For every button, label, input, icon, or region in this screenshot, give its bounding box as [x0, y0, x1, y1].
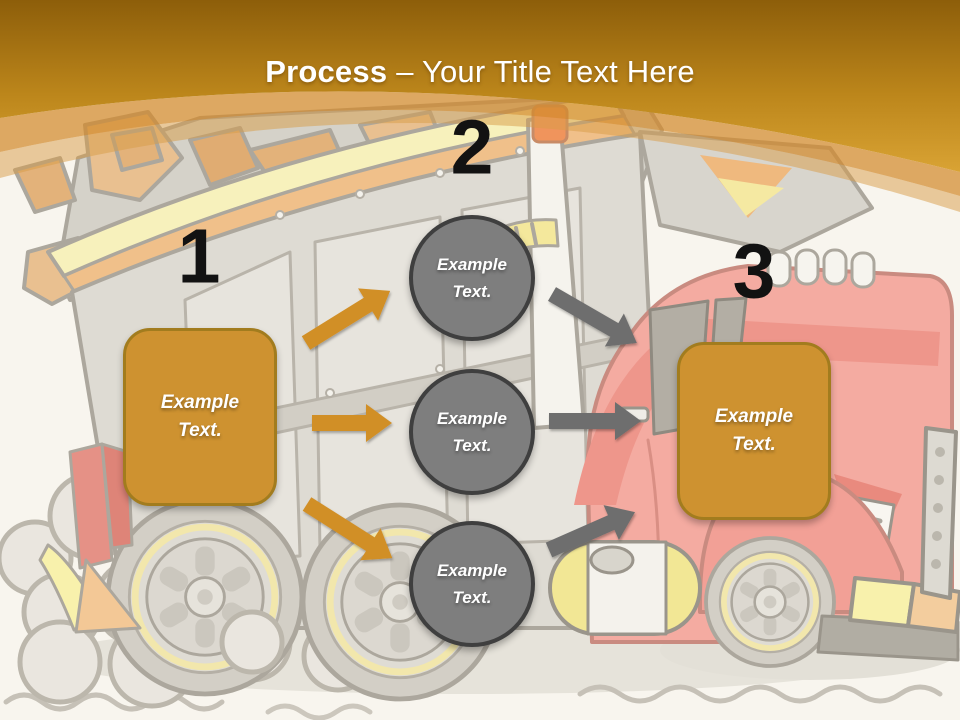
- title-emphasis: Process: [265, 54, 388, 89]
- swoosh-band-light: [0, 110, 960, 212]
- ladder-strip: [920, 426, 958, 600]
- arrow-circle-top-to-step3-icon: [548, 287, 637, 347]
- arrow-circle-bottom-to-step3-icon: [545, 505, 636, 558]
- step-2-circle-1[interactable]: Example Text.: [409, 215, 535, 341]
- step-2-circle-2-label: Example Text.: [437, 408, 507, 455]
- step-2-circle-2[interactable]: Example Text.: [409, 369, 535, 495]
- step-2-circle-1-label: Example Text.: [437, 254, 507, 301]
- roof-lights: [766, 248, 876, 289]
- step-3-box[interactable]: Example Text.: [677, 342, 831, 520]
- step-1-box[interactable]: Example Text.: [123, 328, 277, 506]
- slide-title[interactable]: Process– Your Title Text Here: [0, 54, 960, 90]
- arrow-circle-middle-to-step3-icon: [549, 402, 641, 440]
- step-3-label: Example Text.: [714, 405, 794, 456]
- ground-squiggle: [3, 692, 225, 712]
- arrow-step1-to-circle-middle-icon: [312, 404, 392, 442]
- arrow-step1-to-circle-top-icon: [301, 288, 391, 350]
- header-shape: [0, 0, 960, 172]
- step-3-number[interactable]: 3: [732, 228, 776, 315]
- swoosh-band: [0, 91, 960, 196]
- fuel-tank: [548, 540, 702, 636]
- step-1-label: Example Text.: [160, 391, 240, 442]
- step-2-circle-3[interactable]: Example Text.: [409, 521, 535, 647]
- arrow-step1-to-circle-bottom-icon: [302, 497, 393, 561]
- step-1-number[interactable]: 1: [177, 213, 221, 300]
- step-2-number[interactable]: 2: [450, 104, 494, 191]
- title-rest: – Your Title Text Here: [396, 54, 695, 89]
- step-2-circle-3-label: Example Text.: [437, 560, 507, 607]
